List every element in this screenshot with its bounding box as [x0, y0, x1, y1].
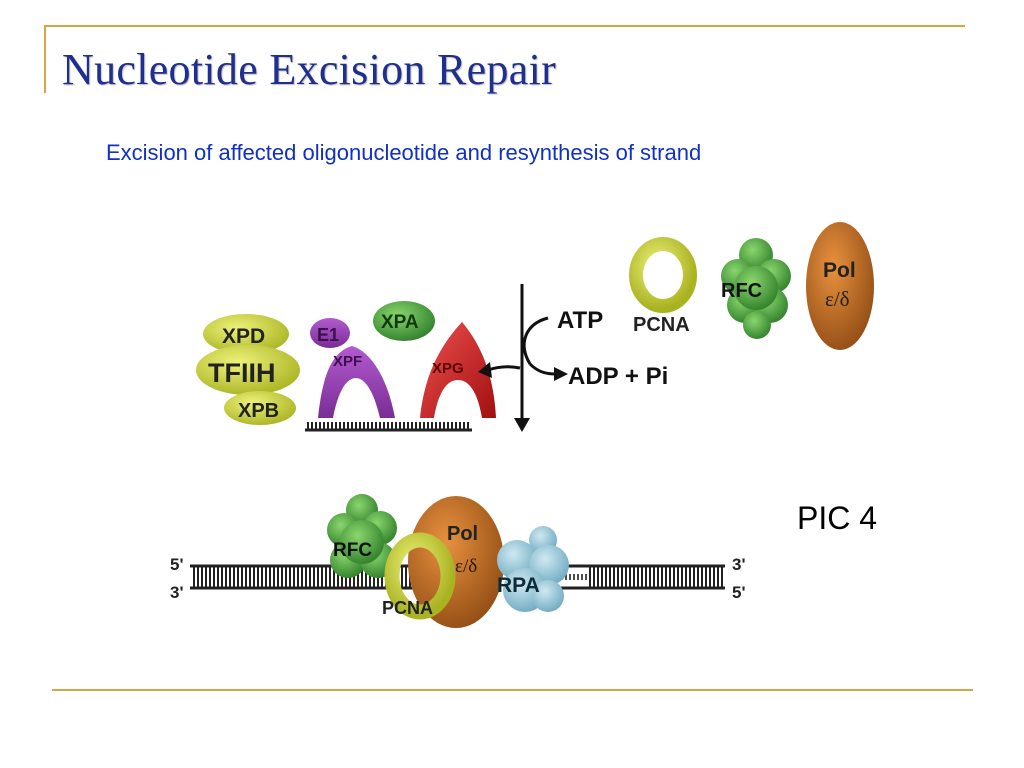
rpa-cluster: RPA [497, 526, 569, 612]
xpf-label: XPF [333, 353, 362, 370]
pol-label-top: Pol [823, 259, 856, 282]
pol-bottom: Pol ε/δ [408, 496, 504, 628]
slide-subtitle: Excision of affected oligonucleotide and… [106, 140, 702, 165]
pcna-label-bottom: PCNA [382, 598, 433, 618]
pol-label-bottom: Pol [447, 523, 478, 545]
xpd-label: XPD [222, 325, 265, 348]
pic-label: PIC 4 [797, 500, 878, 536]
rfc-label-bottom: RFC [333, 540, 372, 561]
three-prime-right: 3' [732, 555, 746, 574]
frame-top-line [44, 25, 965, 27]
rfc-cluster-top: RFC [721, 238, 791, 339]
left-arrow-head [478, 362, 492, 378]
xpd-blob [203, 314, 289, 354]
adp-pi-label: ADP + Pi [568, 363, 668, 390]
e1-blob [310, 318, 350, 348]
xpa-protein: XPA [373, 301, 435, 341]
three-prime-left: 3' [170, 583, 184, 602]
tfiih-label: TFIIH [208, 358, 276, 388]
tfiih-complex: XPD TFIIH XPB [196, 314, 300, 425]
tfiih-blob [196, 345, 300, 395]
adp-arrow-head [554, 367, 568, 381]
frame-left-line [44, 25, 46, 93]
xpb-label: XPB [238, 400, 279, 422]
arrow-down-head [514, 418, 530, 432]
pcna-ring-top: PCNA [629, 237, 697, 336]
pcna-ring-bottom: PCNA [382, 532, 456, 620]
atp-label: ATP [557, 307, 603, 334]
xpa-label: XPA [381, 312, 419, 333]
xpg-protein: XPG [420, 322, 496, 418]
atp-hydrolysis-arrows: ATP ADP + Pi [478, 284, 668, 432]
five-prime-left: 5' [170, 555, 184, 574]
xpf-protein: E1 XPF [310, 318, 395, 418]
e1-label: E1 [317, 325, 339, 345]
rfc-label-top: RFC [721, 280, 762, 302]
dna-fragment-top [305, 422, 472, 432]
pol-top: Pol ε/δ [806, 222, 874, 350]
slide-title: Nucleotide Excision Repair [62, 45, 557, 94]
five-prime-right: 5' [732, 583, 746, 602]
rpa-label: RPA [497, 574, 540, 597]
pol-sub-label-bottom: ε/δ [455, 556, 477, 577]
pol-sub-label-top: ε/δ [825, 287, 850, 311]
xpb-blob [224, 391, 296, 425]
pcna-label-top: PCNA [633, 314, 690, 336]
xpg-label: XPG [432, 360, 464, 377]
frame-bottom-line [52, 689, 973, 691]
